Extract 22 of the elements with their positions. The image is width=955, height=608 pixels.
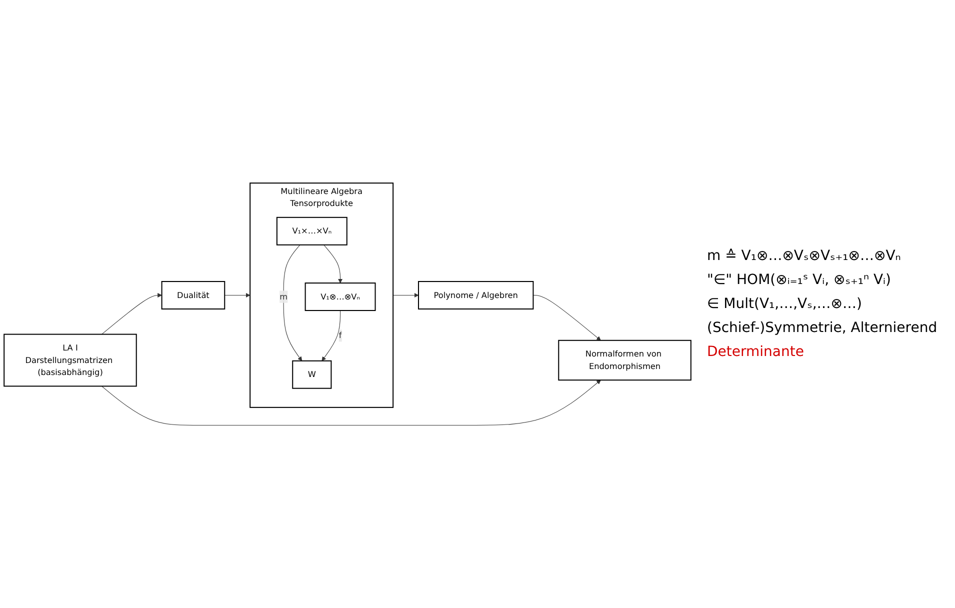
arrow (392, 292, 419, 298)
formula-note: m ≙ V₁⊗…⊗Vₛ⊗Vₛ₊₁⊗…⊗Vₙ (707, 248, 902, 264)
node-box: LA I Darstellungsmatrizen (basisabhängig) (4, 334, 137, 387)
node-box: Dualität (161, 280, 226, 310)
arrow (322, 310, 341, 361)
formula-note: (Schief-)Symmetrie, Alternierend (707, 320, 938, 336)
arrow (101, 380, 601, 426)
node-box: W (292, 360, 332, 389)
arrow (283, 244, 302, 361)
formula-note: "∈" HOM(⊗ᵢ₌₁ˢ Vᵢ, ⊗ₛ₊₁ⁿ Vᵢ) (707, 272, 892, 288)
arrow (101, 292, 162, 334)
formula-note: ∈ Mult(V₁,…,Vₛ,…⊗…) (707, 296, 863, 312)
edge-label: f (338, 330, 342, 340)
node-box: V₁⊗…⊗Vₙ (304, 282, 376, 311)
arrow (224, 292, 250, 298)
formula-note: Determinante (707, 344, 805, 360)
node-box: V₁×…×Vₙ (276, 216, 348, 246)
edge-label: m (280, 292, 288, 302)
node-box: Polynome / Algebren (418, 280, 534, 310)
arrow (532, 294, 601, 340)
node-box: Normalformen von Endomorphismen (558, 340, 692, 380)
arrow (324, 244, 343, 284)
